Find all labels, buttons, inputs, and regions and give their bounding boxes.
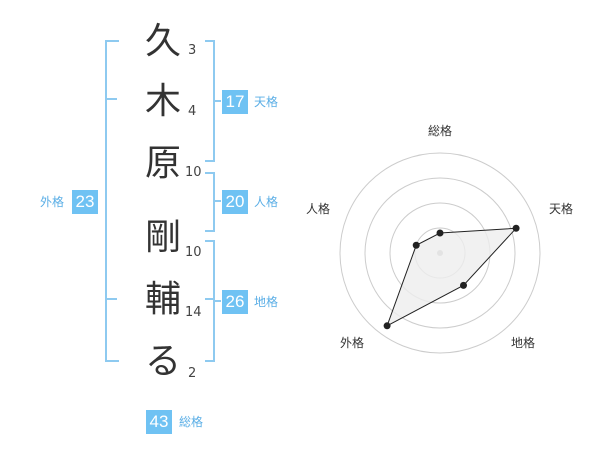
tenkaku-connector bbox=[215, 100, 221, 102]
stroke-count-2: 4 bbox=[188, 104, 197, 119]
gaikaku-bracket bbox=[105, 40, 119, 362]
gaikaku-bracket-tick-2 bbox=[105, 298, 117, 300]
radar-grid-ring bbox=[364, 177, 516, 329]
radar-point-4 bbox=[412, 241, 420, 249]
radar-label-tenkaku: 天格 bbox=[549, 202, 574, 216]
radar-point-2 bbox=[460, 281, 468, 289]
tenkaku-bracket bbox=[205, 40, 215, 162]
radar-label-gaikaku: 外格 bbox=[340, 336, 365, 350]
stroke-count-6: 2 bbox=[188, 366, 197, 381]
radar-polygon bbox=[386, 227, 518, 327]
stroke-count-5: 14 bbox=[185, 305, 202, 320]
name-char-6: る bbox=[144, 341, 181, 382]
fortune-radar-chart bbox=[300, 110, 590, 370]
chikaku-connector bbox=[215, 300, 221, 302]
stroke-count-1: 3 bbox=[188, 43, 197, 58]
name-char-5: 輔 bbox=[144, 279, 181, 320]
name-char-4: 剛 bbox=[144, 217, 181, 258]
chikaku-bracket bbox=[205, 240, 215, 362]
chikaku-badge: 26 bbox=[222, 290, 248, 314]
tenkaku-label: 天格 bbox=[254, 95, 279, 109]
radar-point-0 bbox=[436, 229, 444, 237]
jinkaku-label: 人格 bbox=[254, 195, 279, 209]
name-char-1: 久 bbox=[144, 21, 181, 62]
stroke-count-4: 10 bbox=[185, 245, 202, 260]
chikaku-bracket-tick bbox=[205, 298, 213, 300]
soukaku-label: 総格 bbox=[179, 415, 204, 429]
gaikaku-badge: 23 bbox=[72, 190, 98, 214]
radar-point-3 bbox=[383, 322, 391, 330]
gaikaku-label: 外格 bbox=[40, 195, 65, 209]
name-char-3: 原 bbox=[144, 143, 181, 184]
radar-label-soukaku: 総格 bbox=[428, 124, 453, 138]
radar-grid-ring bbox=[339, 152, 541, 354]
tenkaku-badge: 17 bbox=[222, 90, 248, 114]
soukaku-badge: 43 bbox=[146, 410, 172, 434]
radar-point-1 bbox=[512, 224, 520, 232]
stroke-count-3: 10 bbox=[185, 165, 202, 180]
radar-svg bbox=[339, 152, 541, 354]
radar-label-jinkaku: 人格 bbox=[306, 202, 331, 216]
radar-label-chikaku: 地格 bbox=[511, 336, 536, 350]
jinkaku-connector bbox=[215, 200, 221, 202]
gaikaku-bracket-tick-1 bbox=[105, 98, 117, 100]
jinkaku-bracket bbox=[205, 172, 215, 232]
chikaku-label: 地格 bbox=[254, 295, 279, 309]
jinkaku-badge: 20 bbox=[222, 190, 248, 214]
name-char-2: 木 bbox=[144, 81, 181, 122]
